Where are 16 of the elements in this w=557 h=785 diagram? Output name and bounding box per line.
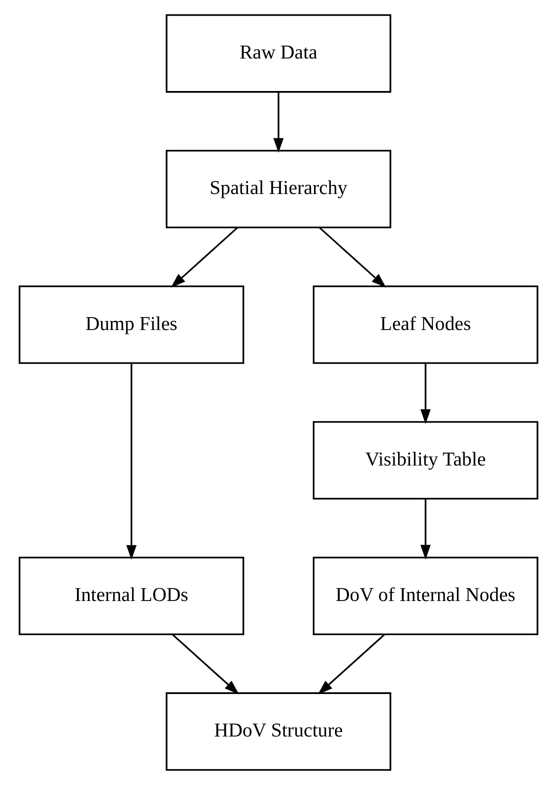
arrow	[273, 92, 284, 153]
arrow	[170, 226, 238, 288]
arrow	[318, 226, 386, 288]
node-box: HDoV Structure	[166, 692, 392, 771]
node-box: Dump Files	[18, 285, 244, 364]
arrow	[318, 634, 386, 694]
node-box: Raw Data	[166, 14, 392, 93]
arrow	[126, 364, 137, 560]
node-box: Spatial Hierarchy	[166, 150, 392, 228]
arrow	[420, 498, 431, 560]
arrow	[420, 363, 431, 424]
node-box: DoV of Internal Nodes	[312, 556, 538, 636]
node-box: Leaf Nodes	[312, 285, 538, 364]
arrow	[172, 634, 240, 694]
node-box: Visibility Table	[312, 421, 538, 500]
node-box: Internal LODs	[18, 556, 244, 636]
